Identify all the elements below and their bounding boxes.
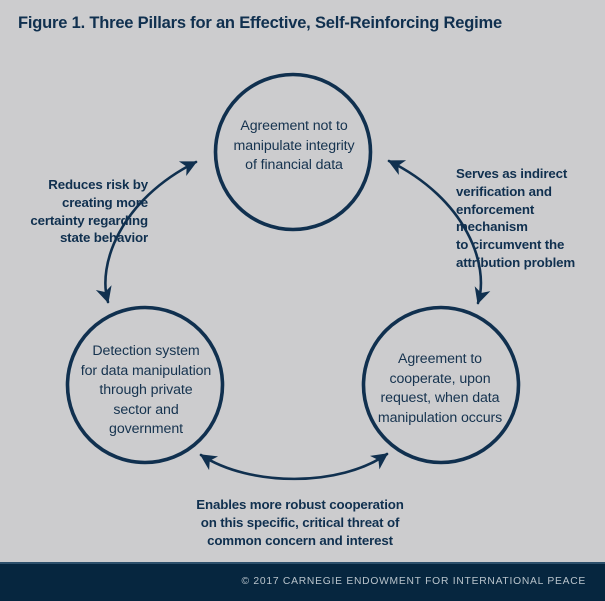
node-circle-right [361, 305, 521, 465]
node-label-left-line-4: sector and [113, 401, 179, 418]
node-label-right-line-1: Agreement to [398, 351, 482, 367]
edge-arrow-right [387, 159, 491, 305]
edge-arrow-bottom [199, 452, 389, 481]
edge-label-left-line-4: state behavior [59, 230, 148, 246]
edge-label-right: Serves as indirect verification and enfo… [456, 165, 600, 272]
edge-arrow-left [95, 160, 198, 304]
node-label-top-line-2: manipulate integrity [233, 137, 355, 154]
edge-label-bottom-line-3: common concern and interest [207, 532, 393, 548]
footer-bar: © 2017 CARNEGIE ENDOWMENT FOR INTERNATIO… [0, 562, 605, 601]
node-circle-left [65, 305, 225, 465]
node-circle-top [213, 72, 373, 232]
edge-label-bottom-line-2: on this specific, critical threat of [200, 514, 400, 530]
edge-label-bottom-line-1: Enables more robust cooperation [196, 497, 404, 512]
figure-title: Figure 1. Three Pillars for an Effective… [18, 14, 502, 32]
footer-copyright: © 2017 CARNEGIE ENDOWMENT FOR INTERNATIO… [241, 576, 586, 587]
node-label-left-line-5: government [109, 421, 183, 437]
edge-label-right-line-1: Serves as indirect [456, 166, 568, 181]
edge-label-right-line-4: to circumvent the [456, 237, 565, 253]
edge-label-right-line-5: attribution problem [456, 254, 576, 270]
node-label-right: Agreement to cooperate, upon request, wh… [352, 350, 528, 428]
edge-label-left: Reduces risk by creating more certainty … [8, 176, 148, 247]
node-label-left-line-3: through private [99, 382, 193, 398]
edge-label-left-line-3: certainty regarding [30, 212, 148, 228]
node-label-top: Agreement not to manipulate integrity of… [206, 117, 382, 176]
node-label-right-line-2: cooperate, upon [389, 370, 491, 387]
node-label-left: Detection system for data manipulation t… [58, 342, 234, 440]
edge-label-bottom: Enables more robust cooperation on this … [150, 496, 450, 549]
node-label-left-line-2: for data manipulation [80, 362, 212, 379]
edge-label-right-line-2: verification and [456, 183, 552, 199]
edge-label-left-line-2: creating more [62, 194, 148, 210]
node-label-right-line-3: request, when data [380, 390, 500, 406]
edge-label-left-line-1: Reduces risk by [48, 177, 148, 192]
node-label-left-line-1: Detection system [92, 343, 200, 359]
cycle-diagram [65, 72, 521, 481]
node-label-right-line-4: manipulation occurs [377, 409, 503, 426]
edge-label-right-line-3: enforcement mechanism [456, 201, 535, 235]
node-label-top-line-1: Agreement not to [240, 118, 348, 134]
node-label-top-line-3: of financial data [245, 157, 343, 173]
